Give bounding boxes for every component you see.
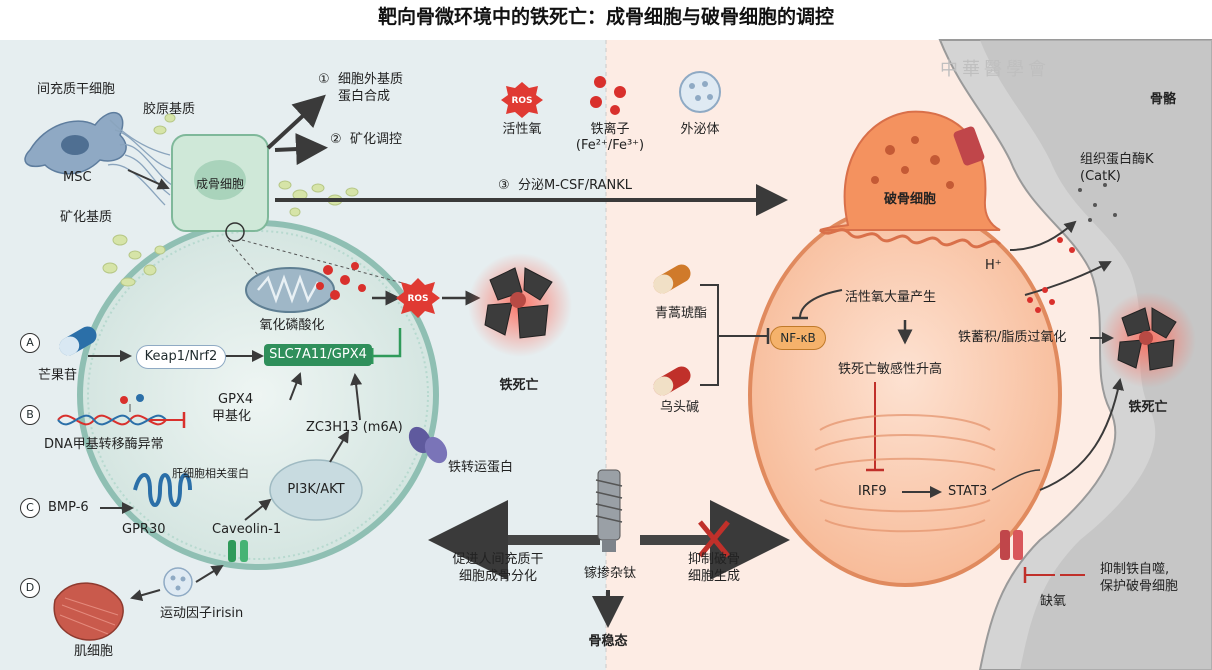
iron-legend-label: 铁离子 xyxy=(590,122,630,137)
nfkb-node: NF-κB xyxy=(770,326,826,350)
promote-line2: 细胞成骨分化 xyxy=(458,569,538,584)
keap1-nrf2-node: Keap1/Nrf2 xyxy=(136,345,226,369)
irf9-label: IRF9 xyxy=(858,484,887,499)
exosome-legend-icon xyxy=(679,71,721,113)
endoplasmic-reticulum xyxy=(814,414,996,533)
mineral-granules xyxy=(102,113,359,287)
osteoclast-cell-membrane xyxy=(748,203,1062,587)
iron-ions-cluster xyxy=(316,262,366,300)
aconitine-capsule-icon xyxy=(653,366,691,396)
iron-transporter-label: 铁转运蛋白 xyxy=(448,460,514,475)
collagen-label: 胶原基质 xyxy=(143,102,196,117)
autophagy-line1: 抑制铁自噬, xyxy=(1100,562,1170,577)
inhibit-line2: 细胞生成 xyxy=(687,569,741,584)
mangiferin-capsule-icon xyxy=(59,326,97,356)
oxphos-label: 氧化磷酸化 xyxy=(259,318,325,333)
mangiferin-label: 芒果苷 xyxy=(38,368,78,383)
h-plus-label: H⁺ xyxy=(985,258,1002,273)
pi3k-akt-label: PI3K/AKT xyxy=(287,482,345,497)
dnmt-label: DNA甲基转移酶异常 xyxy=(44,437,164,452)
autophagy-line2: 保护破骨细胞 xyxy=(1100,579,1179,594)
marker-a: A xyxy=(20,333,40,353)
caveolin-label: Caveolin-1 xyxy=(212,522,282,537)
ros-left-badge: ROS xyxy=(407,294,429,304)
stat3-label: STAT3 xyxy=(948,484,988,499)
bmp6-label: BMP-6 xyxy=(48,500,89,515)
ros-legend-badge: ROS xyxy=(511,96,533,106)
muscle-icon xyxy=(53,582,124,641)
mineral-matrix-label: 矿化基质 xyxy=(60,210,113,225)
ros-legend-icon xyxy=(501,82,543,118)
catk-label: 组织蛋白酶K xyxy=(1080,152,1154,167)
gpx4-label: GPX4 xyxy=(218,392,254,407)
promote-line1: 促进人间充质干 xyxy=(452,552,544,567)
irisin-vesicle-icon xyxy=(163,567,193,597)
ros-burst-label: 活性氧大量产生 xyxy=(845,290,937,305)
output3-label: 分泌M-CSF/RANKL xyxy=(518,178,632,193)
irisin-label: 运动因子irisin xyxy=(160,606,244,621)
iron-lipid-label: 铁蓄积/脂质过氧化 xyxy=(958,330,1067,345)
homeostasis-label: 骨稳态 xyxy=(588,634,628,649)
iron-legend-formula: (Fe²⁺/Fe³⁺) xyxy=(575,138,645,153)
muscle-label: 肌细胞 xyxy=(74,644,114,659)
aconitine-label: 乌头碱 xyxy=(660,400,700,415)
msc-label: MSC xyxy=(63,170,92,185)
bone-label: 骨骼 xyxy=(1150,92,1177,107)
osteoclast-label: 破骨细胞 xyxy=(883,192,937,207)
marker-c: C xyxy=(20,498,40,518)
msc-full-label: 间充质干细胞 xyxy=(37,82,116,97)
inhibit-line1: 抑制破骨 xyxy=(687,552,741,567)
output2-label: 矿化调控 xyxy=(350,132,403,147)
hepcidin-label: 肝细胞相关蛋白 xyxy=(172,467,249,480)
page-title: 靶向骨微环境中的铁死亡：成骨细胞与破骨细胞的调控 xyxy=(377,6,834,28)
ferroptotic-cell-right xyxy=(1117,307,1177,371)
output1-number: ① xyxy=(318,72,330,87)
output1-line1: 细胞外基质 xyxy=(338,72,404,87)
output3-number: ③ xyxy=(498,178,510,193)
sensitivity-label: 铁死亡敏感性升高 xyxy=(838,362,943,377)
catk-channel-icon xyxy=(953,126,985,166)
artesunate-label: 青蒿琥酯 xyxy=(655,306,708,321)
ros-legend-label: 活性氧 xyxy=(502,122,542,137)
gpr30-label: GPR30 xyxy=(122,522,166,537)
iron-legend-icon xyxy=(590,76,626,115)
hypoxia-channel-icon xyxy=(1000,530,1023,560)
osteoblast-label: 成骨细胞 xyxy=(195,177,245,191)
hypoxia-label: 缺氧 xyxy=(1040,594,1067,609)
caveolin-channel-icon xyxy=(228,540,248,562)
gpr30-receptor-icon xyxy=(133,473,192,507)
iron-transporter-icon xyxy=(408,426,448,464)
ferroptotic-cell-left xyxy=(484,267,553,339)
gallium-titanium-implant-icon xyxy=(595,469,623,552)
watermark: 中華醫學會 xyxy=(940,59,1050,80)
zc3h13-label: ZC3H13 (m6A) xyxy=(306,420,403,435)
ferroptosis-right-label: 铁死亡 xyxy=(1128,400,1168,415)
ros-burst-icon xyxy=(396,278,440,318)
output2-number: ② xyxy=(330,132,342,147)
ferroptosis-left-label: 铁死亡 xyxy=(499,378,539,393)
marker-b: B xyxy=(20,405,40,425)
pi3k-complex xyxy=(269,459,363,521)
artesunate-capsule-icon xyxy=(653,264,691,294)
marker-d: D xyxy=(20,578,40,598)
slc7a11-gpx4-node: SLC7A11/GPX4 xyxy=(264,344,372,366)
implant-label: 镓掺杂钛 xyxy=(583,566,637,581)
exosome-legend-label: 外泌体 xyxy=(680,122,720,137)
gpx4-methylation-label: 甲基化 xyxy=(212,409,252,424)
dna-icon xyxy=(57,414,167,426)
catk-abbr: (CatK) xyxy=(1080,169,1121,184)
output1-line2: 蛋白合成 xyxy=(338,89,391,104)
